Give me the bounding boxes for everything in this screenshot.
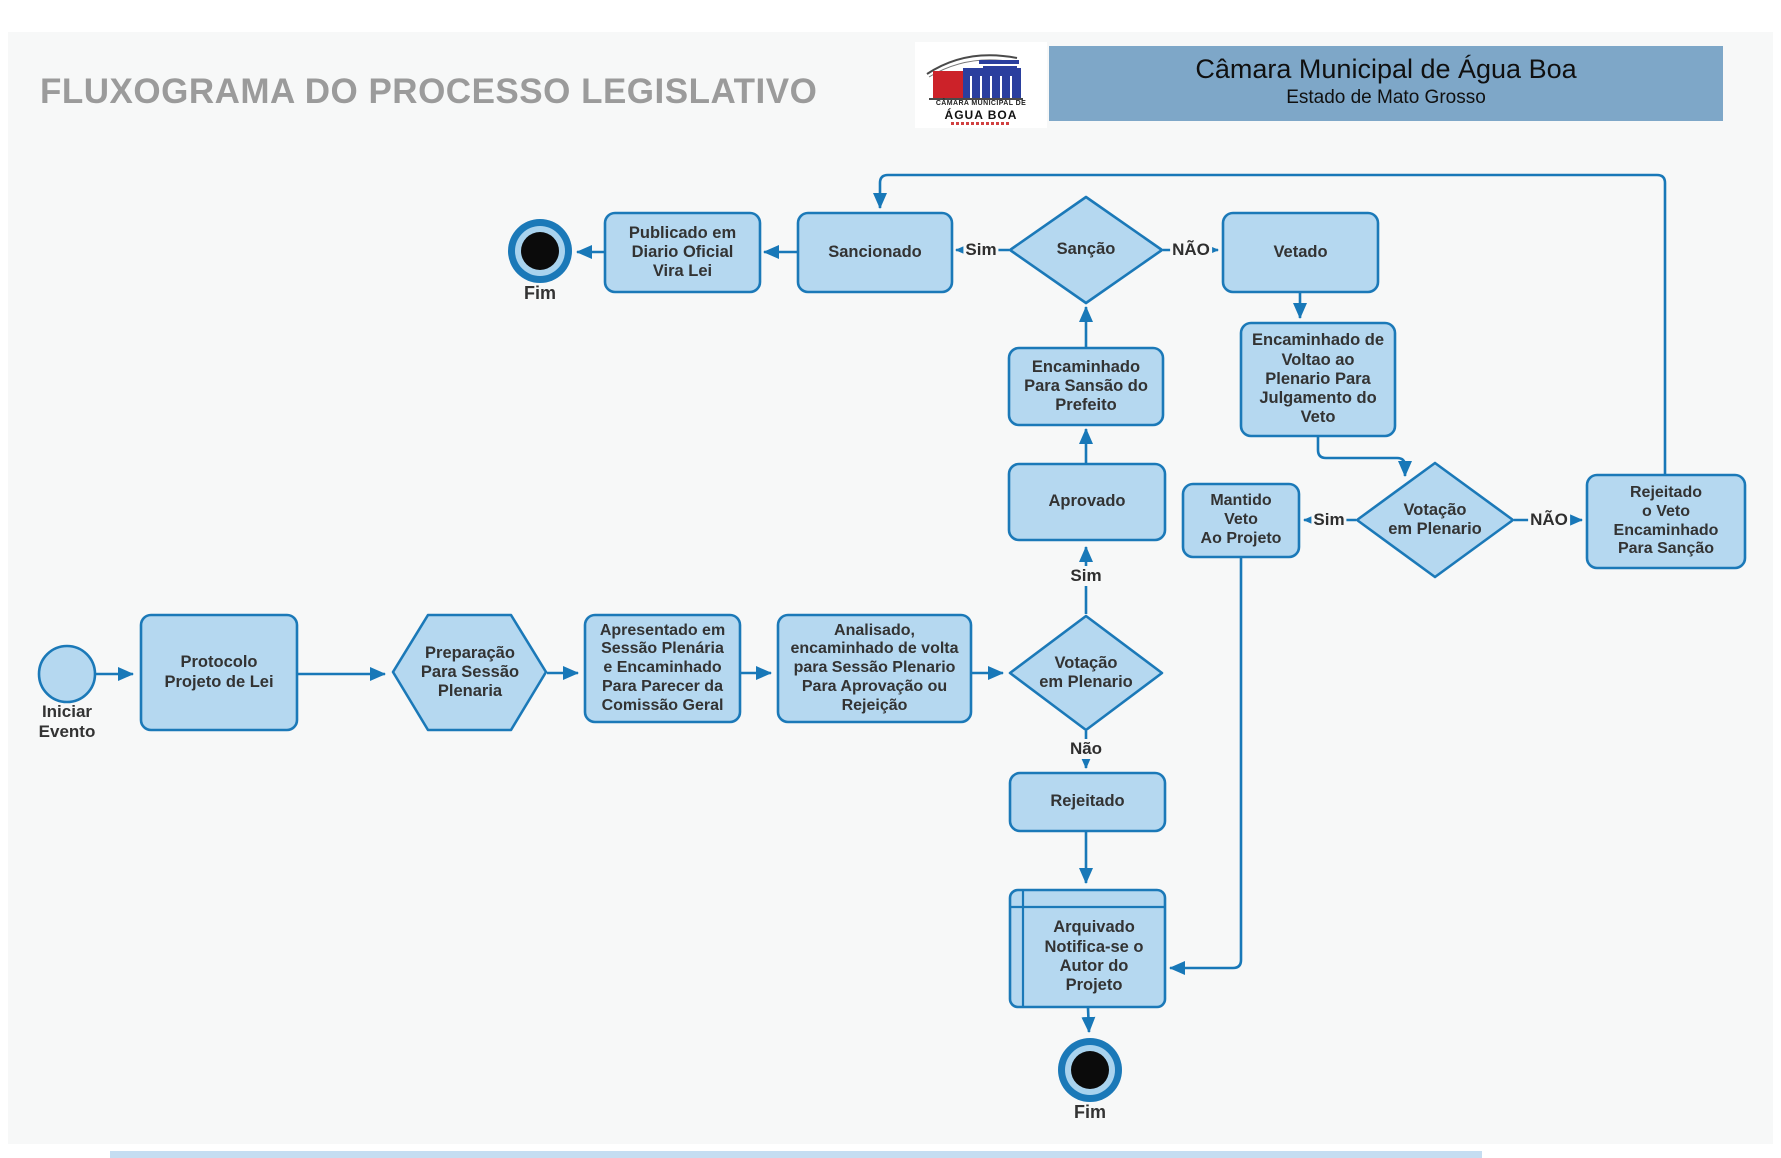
org-name: Câmara Municipal de Água Boa <box>1195 54 1577 84</box>
label-protocolo: Protocolo Projeto de Lei <box>164 653 274 691</box>
node-rejeitado-shape <box>1008 771 1167 833</box>
end-terminal-top <box>508 219 572 283</box>
edge-label-sancao-sim: Sim <box>963 240 999 260</box>
label-encaminhado-volta: Encaminhado de Voltao ao Plenario Para J… <box>1251 331 1385 427</box>
label-fim-top: Fim <box>523 283 557 303</box>
end-terminal-bottom <box>1058 1038 1122 1102</box>
label-sancionado: Sancionado <box>828 242 922 261</box>
label-votacao2: Votação em Plenario <box>1388 500 1482 538</box>
header-band: Câmara Municipal de Água Boa Estado de M… <box>1049 46 1723 121</box>
label-arquivado: Arquivado Notifica-se o Autor do Projeto <box>1044 918 1144 995</box>
label-fim-bottom: Fim <box>1073 1102 1107 1122</box>
label-sancao: Sanção <box>1056 240 1116 259</box>
start-event-circle <box>37 644 97 704</box>
node-apresentado-shape <box>583 613 742 724</box>
label-rejeitado-veto: Rejeitado o Veto Encaminhado Para Sanção <box>1613 484 1719 558</box>
node-preparacao-hexagon <box>391 613 548 732</box>
edge-rejeitadoveto-sancionado-return <box>873 173 1667 474</box>
node-arquivado-shape <box>1008 888 1167 1009</box>
node-protocolo-shape <box>139 613 299 732</box>
node-encaminhado-prefeito-shape <box>1007 346 1165 427</box>
edge-label-votacao1-nao: Não <box>1067 739 1105 759</box>
municipal-logo: CÂMARA MUNICIPAL DE ÁGUA BOA <box>915 42 1047 128</box>
label-votacao1: Votação em Plenario <box>1039 653 1133 691</box>
label-vetado: Vetado <box>1273 242 1328 261</box>
node-analisado-shape <box>776 613 973 724</box>
label-publicado: Publicado em Diario Oficial Vira Lei <box>628 223 737 281</box>
label-rejeitado: Rejeitado <box>1050 792 1125 811</box>
org-subtitle: Estado de Mato Grosso <box>1286 87 1486 108</box>
edge-label-votacao1-sim: Sim <box>1068 566 1104 586</box>
label-encaminhado-prefeito: Encaminhado Para Sansão do Prefeito <box>1024 357 1148 415</box>
node-sancao-diamond <box>1008 195 1164 305</box>
edge-label-votacao2-sim: Sim <box>1311 510 1347 530</box>
city-hall-building-icon <box>926 54 1023 100</box>
label-mantido: Mantido Veto Ao Projeto <box>1200 492 1282 547</box>
page-title: FLUXOGRAMA DO PROCESSO LEGISLATIVO <box>40 72 818 111</box>
node-rejeitado-veto-shape <box>1585 473 1747 570</box>
bottom-cut-element <box>110 1151 1482 1158</box>
node-vetado-shape <box>1221 211 1380 294</box>
node-publicado-shape <box>603 211 762 294</box>
edge-label-sancao-nao: NÃO <box>1170 240 1212 260</box>
logo-text-line1: CÂMARA MUNICIPAL DE <box>935 100 1027 107</box>
logo-motto-strip <box>951 122 1011 125</box>
node-votacao2-diamond <box>1355 461 1515 579</box>
label-start-event: Iniciar Evento <box>38 702 96 741</box>
edge-arquivado-fim <box>1081 1007 1096 1033</box>
node-aprovado-shape <box>1007 462 1167 542</box>
edge-label-votacao2-nao: NÃO <box>1528 510 1570 530</box>
label-preparacao: Preparação Para Sessão Plenaria <box>420 643 520 701</box>
label-apresentado: Apresentado em Sessão Plenária e Encamin… <box>599 621 726 714</box>
node-encaminhado-volta-shape <box>1239 321 1397 438</box>
edge-encaminhadovolta-votacao2 <box>1316 437 1412 477</box>
label-aprovado: Aprovado <box>1048 492 1126 511</box>
node-votacao1-diamond <box>1008 614 1164 732</box>
node-sancionado-shape <box>796 211 954 294</box>
label-analisado: Analisado, encaminhado de volta para Ses… <box>790 621 959 714</box>
node-mantido-shape <box>1181 482 1301 559</box>
logo-text-line2: ÁGUA BOA <box>944 108 1018 122</box>
edge-mantido-arquivado <box>1169 558 1243 975</box>
